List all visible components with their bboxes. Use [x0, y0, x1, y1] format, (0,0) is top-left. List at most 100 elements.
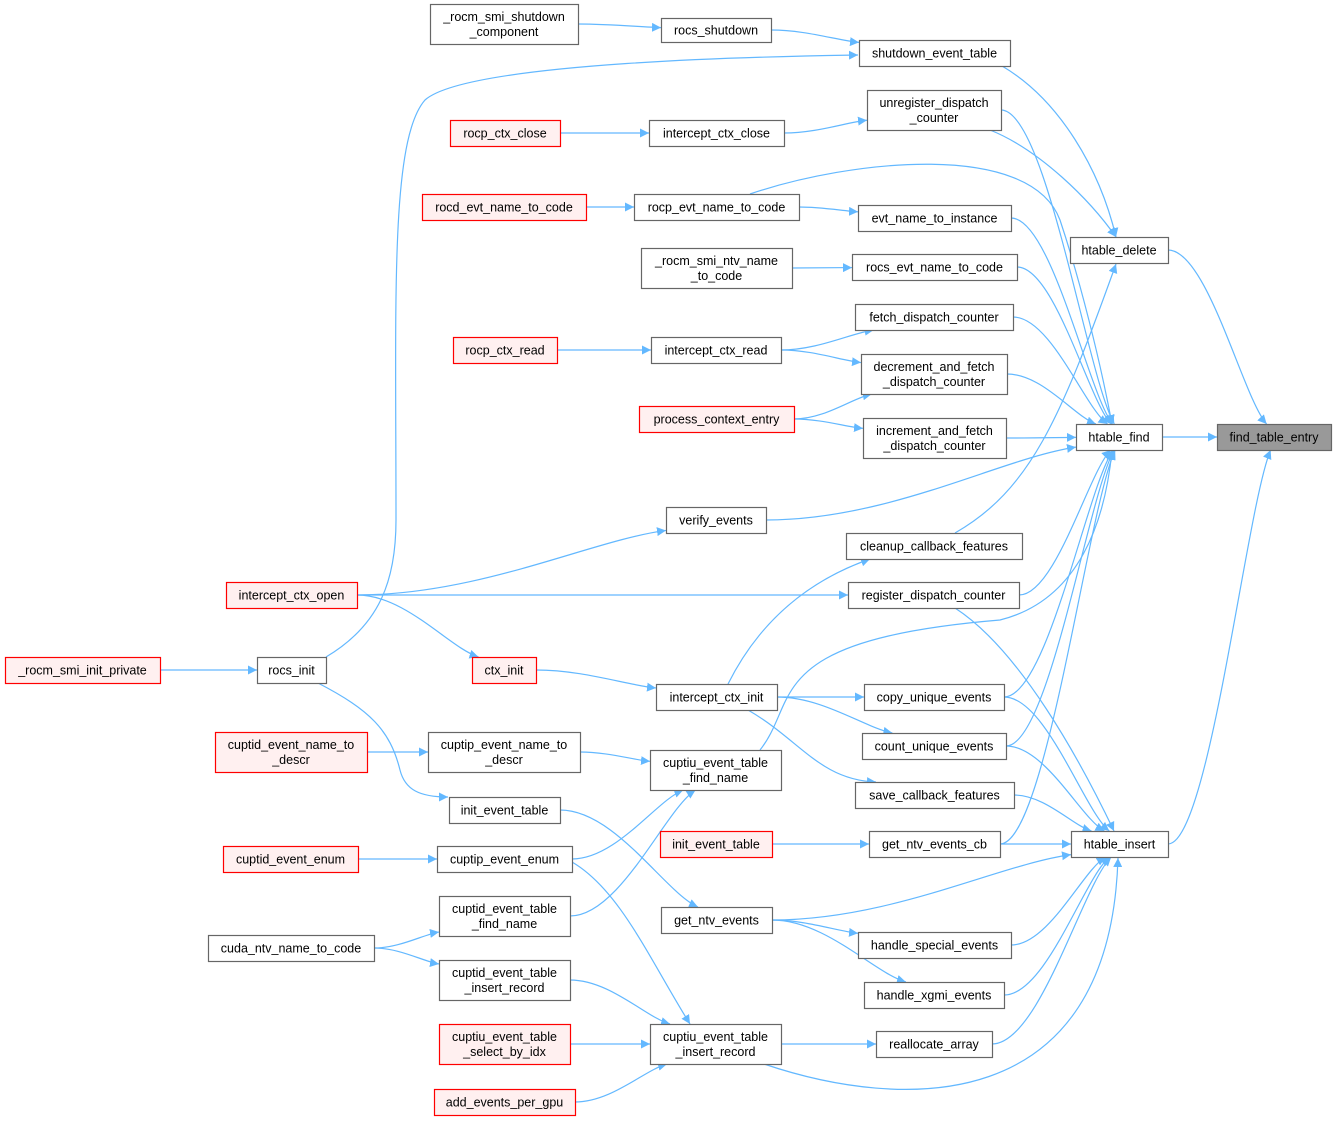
node-cuda-ntv-name-to-code[interactable]: cuda_ntv_name_to_code: [207, 934, 376, 963]
node-box[interactable]: [436, 845, 574, 874]
node-intercept-ctx-close[interactable]: intercept_ctx_close: [648, 119, 786, 148]
node-cuptid-event-enum[interactable]: cuptid_event_enum: [222, 845, 360, 874]
node-reallocate-array[interactable]: reallocate_array: [875, 1030, 994, 1059]
node-find-table-entry[interactable]: find_table_entry: [1216, 423, 1333, 452]
node-box[interactable]: [225, 581, 359, 610]
node-box[interactable]: [222, 845, 360, 874]
node-cuptiu-find-name[interactable]: cuptiu_event_table_find_name: [649, 749, 783, 792]
node-save-callback-features[interactable]: save_callback_features: [854, 781, 1016, 810]
node-box[interactable]: [649, 749, 783, 792]
node-box[interactable]: [858, 39, 1012, 68]
node-box[interactable]: [449, 119, 562, 148]
node-cuptip-event-enum[interactable]: cuptip_event_enum: [436, 845, 574, 874]
node-box[interactable]: [633, 193, 801, 222]
node-decrement-fetch[interactable]: decrement_and_fetch_dispatch_counter: [860, 353, 1009, 396]
node-box[interactable]: [427, 731, 582, 774]
node-verify-events[interactable]: verify_events: [665, 506, 768, 535]
node-rocp-evt-name-to-code[interactable]: rocp_evt_name_to_code: [633, 193, 801, 222]
node-box[interactable]: [429, 3, 580, 46]
node-init-event-table[interactable]: init_event_table: [448, 796, 562, 825]
node-rocd-evt-name-to-code[interactable]: rocd_evt_name_to_code: [421, 193, 588, 222]
node-box[interactable]: [660, 17, 773, 44]
node-box[interactable]: [1069, 236, 1170, 265]
node-box[interactable]: [421, 193, 588, 222]
node-fetch-dispatch-counter[interactable]: fetch_dispatch_counter: [854, 303, 1015, 332]
node-unregister-dispatch-counter[interactable]: unregister_dispatch_counter: [866, 89, 1003, 132]
node-box[interactable]: [256, 656, 328, 685]
node-box[interactable]: [868, 830, 1002, 859]
node-box[interactable]: [438, 1023, 572, 1066]
node-rocs-init[interactable]: rocs_init: [256, 656, 328, 685]
node-evt-name-to-instance[interactable]: evt_name_to_instance: [857, 204, 1013, 233]
node-handle-special-events[interactable]: handle_special_events: [857, 931, 1013, 960]
node-box[interactable]: [448, 796, 562, 825]
node-box[interactable]: [1070, 830, 1170, 859]
node-box[interactable]: [665, 506, 768, 535]
node-rsmi-ntv-name-to-code[interactable]: _rocm_smi_ntv_name_to_code: [640, 247, 794, 290]
node-box[interactable]: [1075, 423, 1164, 452]
node-increment-fetch[interactable]: increment_and_fetch_dispatch_counter: [862, 417, 1008, 460]
node-rocs-evt-name-to-code[interactable]: rocs_evt_name_to_code: [851, 253, 1019, 282]
node-box[interactable]: [857, 204, 1013, 233]
node-box[interactable]: [875, 1030, 994, 1059]
node-process-context-entry[interactable]: process_context_entry: [638, 405, 796, 434]
node-box[interactable]: [659, 830, 774, 859]
node-box[interactable]: [862, 417, 1008, 460]
node-htable-find[interactable]: htable_find: [1075, 423, 1164, 452]
node-box[interactable]: [854, 303, 1015, 332]
node-box[interactable]: [655, 683, 779, 712]
node-box[interactable]: [640, 247, 794, 290]
node-rsmi-init-private[interactable]: _rocm_smi_init_private: [4, 656, 162, 685]
node-box[interactable]: [660, 906, 774, 935]
node-box[interactable]: [648, 119, 786, 148]
node-box[interactable]: [857, 931, 1013, 960]
node-box[interactable]: [866, 89, 1003, 132]
node-copy-unique-events[interactable]: copy_unique_events: [863, 683, 1006, 712]
node-box[interactable]: [638, 405, 796, 434]
node-get-ntv-events[interactable]: get_ntv_events: [660, 906, 774, 935]
node-box[interactable]: [438, 895, 572, 938]
node-box[interactable]: [863, 981, 1006, 1010]
node-get-ntv-events-cb[interactable]: get_ntv_events_cb: [868, 830, 1002, 859]
node-cuptiu-select-by-idx[interactable]: cuptiu_event_table_select_by_idx: [438, 1023, 572, 1066]
node-box[interactable]: [860, 353, 1009, 396]
node-htable-insert[interactable]: htable_insert: [1070, 830, 1170, 859]
node-box[interactable]: [845, 532, 1024, 561]
node-box[interactable]: [1216, 423, 1333, 452]
node-box[interactable]: [4, 656, 162, 685]
node-rocp-ctx-close[interactable]: rocp_ctx_close: [449, 119, 562, 148]
node-count-unique-events[interactable]: count_unique_events: [861, 732, 1008, 761]
node-rocs-shutdown[interactable]: rocs_shutdown: [660, 17, 773, 44]
node-cleanup-callback-features[interactable]: cleanup_callback_features: [845, 532, 1024, 561]
node-box[interactable]: [452, 336, 559, 365]
node-register-dispatch-counter[interactable]: register_dispatch_counter: [847, 581, 1021, 610]
node-cuptid-insert-record[interactable]: cuptid_event_table_insert_record: [438, 959, 572, 1002]
node-init-event-table-red[interactable]: init_event_table: [659, 830, 774, 859]
node-shutdown-event-table[interactable]: shutdown_event_table: [858, 39, 1012, 68]
node-intercept-ctx-open[interactable]: intercept_ctx_open: [225, 581, 359, 610]
node-box[interactable]: [214, 731, 369, 774]
node-box[interactable]: [851, 253, 1019, 282]
node-handle-xgmi-events[interactable]: handle_xgmi_events: [863, 981, 1006, 1010]
node-box[interactable]: [863, 683, 1006, 712]
node-cuptip-event-name-to-descr[interactable]: cuptip_event_name_to_descr: [427, 731, 582, 774]
node-htable-delete[interactable]: htable_delete: [1069, 236, 1170, 265]
node-intercept-ctx-init[interactable]: intercept_ctx_init: [655, 683, 779, 712]
node-intercept-ctx-read[interactable]: intercept_ctx_read: [650, 336, 783, 365]
node-box[interactable]: [438, 959, 572, 1002]
node-cuptid-find-name[interactable]: cuptid_event_table_find_name: [438, 895, 572, 938]
node-ctx-init[interactable]: ctx_init: [471, 656, 538, 685]
node-box[interactable]: [433, 1088, 577, 1117]
node-box[interactable]: [471, 656, 538, 685]
node-box[interactable]: [861, 732, 1008, 761]
node-cuptid-event-name-to-descr[interactable]: cuptid_event_name_to_descr: [214, 731, 369, 774]
node-add-events-per-gpu[interactable]: add_events_per_gpu: [433, 1088, 577, 1117]
node-box[interactable]: [650, 336, 783, 365]
node-box[interactable]: [854, 781, 1016, 810]
node-box[interactable]: [649, 1023, 783, 1066]
node-rocp-ctx-read[interactable]: rocp_ctx_read: [452, 336, 559, 365]
node-rsmi-shutdown-comp[interactable]: _rocm_smi_shutdown_component: [429, 3, 580, 46]
node-cuptiu-insert-record[interactable]: cuptiu_event_table_insert_record: [649, 1023, 783, 1066]
node-box[interactable]: [207, 934, 376, 963]
node-box[interactable]: [847, 581, 1021, 610]
